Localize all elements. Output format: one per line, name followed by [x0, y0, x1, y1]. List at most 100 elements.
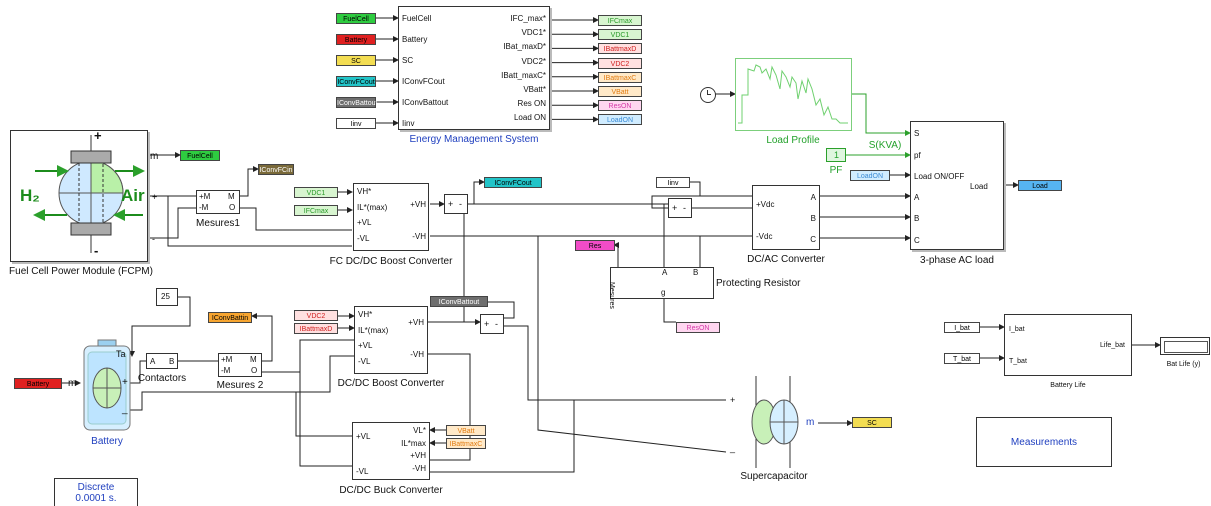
- energy-management-system-block[interactable]: [398, 6, 550, 130]
- mesures1-port-o: O: [229, 203, 236, 212]
- sum-block-inv[interactable]: + -: [668, 198, 692, 218]
- mesures1-port-plus-m: +M: [199, 192, 211, 201]
- goto-res-tag[interactable]: Res: [575, 240, 615, 251]
- sum-block-fc[interactable]: + -: [444, 194, 468, 214]
- from-battery-tag[interactable]: Battery: [14, 378, 62, 389]
- sum-batt-minus: -: [495, 319, 498, 329]
- from-ibattmaxd-tag[interactable]: IBattmaxD: [294, 323, 338, 334]
- bat-life-display-block[interactable]: [1160, 337, 1210, 355]
- acload-left-port-3: A: [914, 193, 920, 202]
- mesures2-block[interactable]: [218, 353, 262, 377]
- battlife-port-ibat: I_bat: [1009, 326, 1025, 333]
- from-vbatt-tag[interactable]: VBatt: [446, 425, 486, 436]
- goto-sc-tag[interactable]: SC: [852, 417, 892, 428]
- mesures1-block[interactable]: [196, 190, 240, 214]
- ems-goto-tag-0[interactable]: IFCmax: [598, 15, 642, 26]
- from-ifcmax-tag[interactable]: IFCmax: [294, 205, 338, 216]
- powergui-block[interactable]: Discrete 0.0001 s.: [54, 478, 138, 506]
- ems-goto-tag-6[interactable]: ResON: [598, 100, 642, 112]
- protecting-resistor-block[interactable]: [610, 267, 714, 299]
- temperature-constant-block[interactable]: 25: [156, 288, 178, 306]
- fuel-cell-power-module-block[interactable]: [10, 130, 148, 262]
- ems-goto-tag-5[interactable]: VBatt: [598, 86, 642, 97]
- from-tbat-tag[interactable]: T_bat: [944, 353, 980, 364]
- dc-buck-converter-block[interactable]: [352, 422, 430, 480]
- sum-inv-minus: -: [683, 203, 686, 213]
- goto-iconvfcin-tag[interactable]: IConvFCin: [258, 164, 294, 175]
- resistor-port-b: B: [693, 268, 699, 277]
- ems-caption: Energy Management System: [409, 134, 539, 145]
- dcb-right-port-0: +VH: [408, 318, 424, 327]
- wire-buck-vh: [430, 400, 575, 473]
- ems-from-tag-3[interactable]: IConvFCout: [336, 76, 376, 87]
- inv-right-port-1: B: [810, 214, 816, 223]
- from-ibat-tag[interactable]: I_bat: [944, 322, 980, 333]
- supercapacitor-block[interactable]: [740, 376, 806, 468]
- measurements-block[interactable]: Measurements: [976, 417, 1112, 467]
- buck-left-port-0: +VL: [356, 432, 371, 441]
- from-ibattmaxc-tag[interactable]: IBattmaxC: [446, 438, 486, 449]
- fcb-right-port-0: +VH: [410, 200, 426, 209]
- from-reson-tag[interactable]: ResON: [676, 322, 720, 333]
- sum-block-batt[interactable]: + -: [480, 314, 504, 334]
- load-profile-block[interactable]: [735, 58, 852, 131]
- ems-output-port-6: Res ON: [517, 99, 546, 109]
- ems-goto-tag-4[interactable]: IBattmaxC: [598, 71, 642, 83]
- acload-left-port-0: S: [914, 129, 920, 138]
- wire-mes1-o: [240, 207, 352, 231]
- goto-iconvfcout-tag[interactable]: IConvFCout: [484, 177, 542, 188]
- fcb-left-port-2: +VL: [357, 218, 372, 227]
- buck-right-port-0: VL*: [413, 426, 426, 435]
- battery-port-minus: _: [122, 404, 128, 415]
- dc-ac-converter-block[interactable]: [752, 185, 820, 250]
- supercap-port-m: m: [806, 417, 815, 428]
- fcb-left-port-0: VH*: [357, 187, 372, 196]
- wire-boost-minus-buck: [428, 353, 471, 461]
- battery-life-block[interactable]: [1004, 314, 1132, 376]
- from-vdc1-tag[interactable]: VDC1: [294, 187, 338, 198]
- ems-from-tag-1[interactable]: Battery: [336, 34, 376, 45]
- clock-source-icon[interactable]: [700, 87, 716, 103]
- wire-boost-plus-sc: [504, 325, 726, 401]
- dcb-left-port-2: +VL: [358, 341, 373, 350]
- ems-goto-tag-2[interactable]: IBattmaxD: [598, 43, 642, 55]
- goto-iconvbattout-tag[interactable]: IConvBattout: [430, 296, 488, 307]
- inv-right-port-2: C: [810, 235, 816, 244]
- fuel-cell-icon: [33, 135, 145, 253]
- ems-input-port-2: SC: [402, 56, 414, 65]
- ems-goto-tag-3[interactable]: VDC2: [598, 57, 642, 69]
- acload-right-port: Load: [970, 182, 988, 191]
- contactors-caption: Contactors: [137, 373, 187, 384]
- load-profile-caption: Load Profile: [766, 135, 820, 146]
- ems-from-tag-2[interactable]: SC: [336, 55, 376, 66]
- from-iinv-tag[interactable]: Iinv: [656, 177, 690, 188]
- mesures2-caption: Mesures 2: [216, 380, 264, 391]
- acload-left-port-4: B: [914, 214, 920, 223]
- contactors-port-a: A: [150, 357, 156, 366]
- ems-goto-tag-7[interactable]: LoadON: [598, 114, 642, 126]
- wire-mes2-m: [251, 313, 273, 362]
- fc-boost-converter-block[interactable]: [353, 183, 429, 251]
- supercap-caption: Supercapacitor: [740, 471, 808, 482]
- ems-from-tag-0[interactable]: FuelCell: [336, 13, 376, 24]
- from-loadon-tag[interactable]: LoadON: [850, 170, 890, 181]
- battlife-port-tbat: T_bat: [1009, 358, 1027, 365]
- goto-fuelcell-tag[interactable]: FuelCell: [180, 150, 220, 161]
- pf-constant-block[interactable]: 1: [826, 148, 846, 162]
- wire-skva: [852, 93, 911, 136]
- battery-block[interactable]: [78, 338, 136, 434]
- battery-port-plus: +: [122, 377, 128, 388]
- ems-from-tag-4[interactable]: IConvBattout: [336, 97, 377, 108]
- fcpm-plus-label: +: [94, 128, 102, 143]
- acload-left-port-2: Load ON/OFF: [914, 172, 965, 181]
- from-vdc2-tag[interactable]: VDC2: [294, 310, 338, 321]
- goto-load-tag[interactable]: Load: [1018, 180, 1062, 191]
- dc-boost-converter-block[interactable]: [354, 306, 428, 374]
- contactors-block[interactable]: A B: [146, 353, 178, 369]
- goto-iconvbattin-tag[interactable]: IConvBattin: [208, 312, 252, 323]
- wire-mes2-buck: [299, 372, 352, 467]
- ems-from-tag-5[interactable]: Iinv: [336, 118, 376, 129]
- ems-goto-tag-1[interactable]: VDC1: [598, 29, 642, 41]
- three-phase-ac-load-block[interactable]: [910, 121, 1004, 250]
